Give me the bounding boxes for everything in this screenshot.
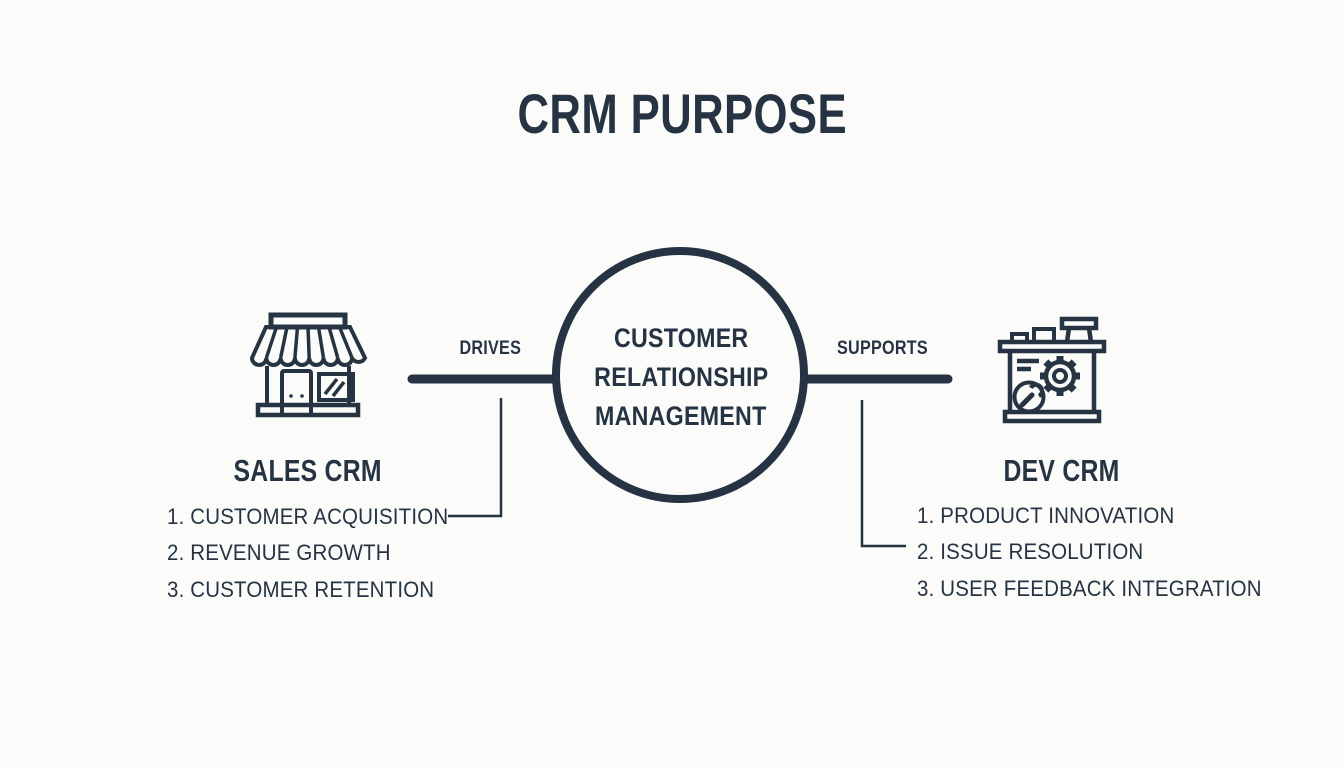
dev-crm-list: 1. PRODUCT INNOVATION 2. ISSUE RESOLUTIO…: [917, 499, 1288, 608]
wrench-glyph: [1012, 380, 1046, 414]
drives-connector-label: DRIVES: [459, 338, 521, 359]
center-circle: [552, 247, 808, 503]
dev-crm-heading: DEV CRM: [1003, 453, 1121, 488]
center-line-2: RELATIONSHIP: [593, 362, 769, 392]
page-title-text: CRM PURPOSE: [517, 82, 847, 145]
supports-connector-label: SUPPORTS: [836, 338, 928, 359]
workbench-gear-icon: [997, 316, 1107, 424]
center-line-1: CUSTOMER: [613, 323, 749, 353]
sales-crm-list: 1. CUSTOMER ACQUISITION 2. REVENUE GROWT…: [167, 500, 469, 609]
center-line-3: MANAGEMENT: [595, 401, 767, 431]
gear-glyph: [1040, 356, 1080, 396]
page-title: CRM PURPOSE: [352, 86, 1012, 157]
center-node-label: CUSTOMER RELATIONSHIP MANAGEMENT: [545, 321, 817, 438]
list-item: 2. REVENUE GROWTH: [167, 540, 391, 566]
list-item: 3. CUSTOMER RETENTION: [167, 576, 435, 602]
sales-crm-heading: SALES CRM: [233, 453, 383, 488]
left-item-connector: [448, 398, 503, 518]
storefront-icon: [249, 312, 368, 418]
list-item: 2. ISSUE RESOLUTION: [917, 539, 1144, 565]
list-item: 3. USER FEEDBACK INTEGRATION: [917, 575, 1262, 601]
right-item-connector: [860, 400, 906, 548]
list-item: 1. PRODUCT INNOVATION: [917, 503, 1175, 528]
list-item: 1. CUSTOMER ACQUISITION: [167, 504, 449, 529]
